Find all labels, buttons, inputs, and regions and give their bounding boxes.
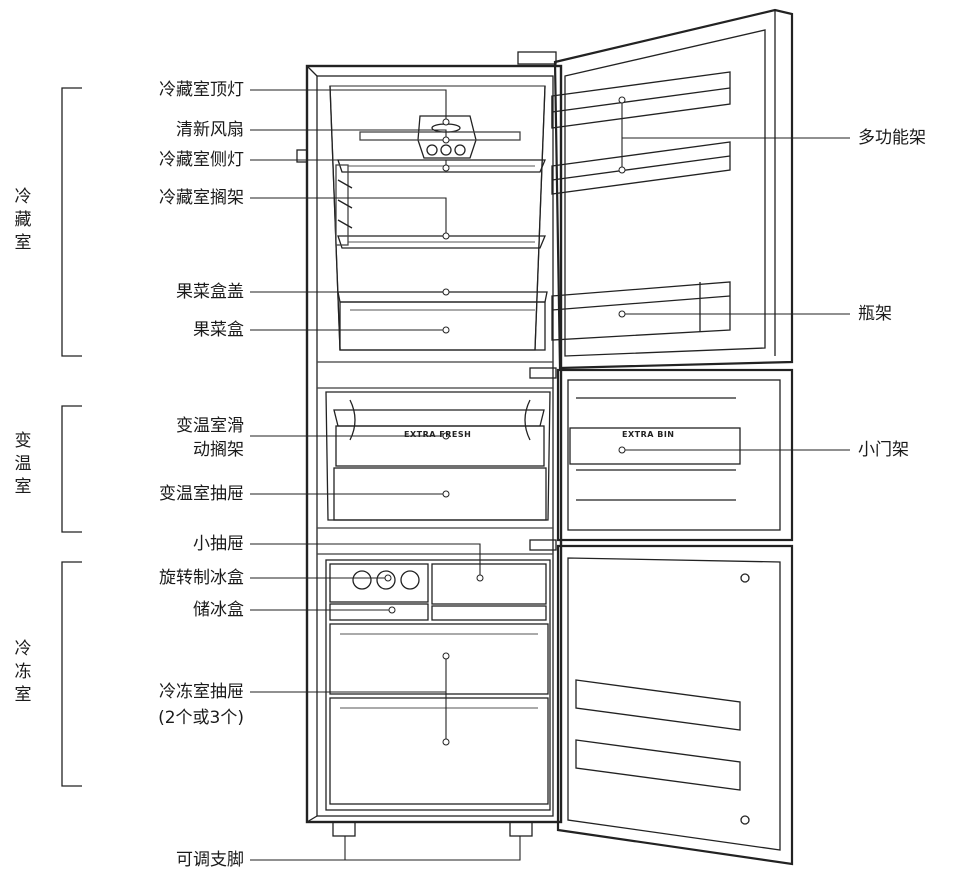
label-bottle-rack: 瓶架	[858, 304, 892, 324]
bracket-variable	[62, 406, 82, 532]
foot-right	[510, 822, 532, 836]
label-side-light: 冷藏室侧灯	[159, 150, 244, 170]
crisper-cover-shape	[338, 292, 547, 302]
label-ice-box: 储冰盒	[193, 600, 244, 620]
cabinet-side-shade	[307, 66, 317, 822]
variable-door	[558, 370, 792, 540]
label-small-door-rack: 小门架	[858, 440, 909, 460]
crisper-box	[340, 302, 545, 350]
label-small-drawer: 小抽屉	[193, 534, 244, 554]
freezer-door	[558, 546, 792, 864]
label-var-shelf-line1: 变温室滑	[176, 416, 244, 436]
leader-top-light	[250, 90, 446, 122]
label-var-shelf-line2: 动搁架	[193, 440, 244, 460]
bottle-rack-shape	[552, 282, 730, 340]
cabinet-inner	[317, 76, 553, 816]
section-variable: 变 温 室	[12, 430, 34, 499]
leader-multi-shelf	[622, 100, 850, 170]
sliding-shelf	[334, 410, 544, 426]
ice-box	[330, 604, 428, 620]
label-crisper: 果菜盒	[193, 320, 244, 340]
label-feet: 可调支脚	[176, 850, 244, 870]
section-fridge: 冷 藏 室	[12, 186, 34, 255]
bracket-freezer	[62, 562, 82, 786]
label-shelf: 冷藏室搁架	[159, 188, 244, 208]
section-freezer: 冷 冻 室	[12, 638, 34, 707]
label-crisper-cover: 果菜盒盖	[176, 282, 244, 302]
leader-small-drawer	[250, 544, 480, 578]
label-top-light: 冷藏室顶灯	[159, 80, 244, 100]
leader-freezer-drawer	[250, 656, 446, 742]
marking-extra-bin: EXTRA BIN	[622, 430, 675, 439]
ice-maker	[330, 564, 428, 602]
foot-left	[333, 822, 355, 836]
bracket-fridge	[62, 88, 82, 356]
label-var-drawer: 变温室抽屉	[159, 484, 244, 504]
label-freezer-drawer-line1: 冷冻室抽屉	[159, 682, 244, 702]
leader-feet	[250, 836, 520, 860]
label-multi-shelf: 多功能架	[858, 128, 926, 148]
marking-extra-fresh: EXTRA FRESH	[404, 430, 471, 439]
freezer-drawer-2	[330, 698, 548, 804]
label-freezer-drawer-line2: (2个或3个)	[158, 708, 244, 728]
label-fan: 清新风扇	[176, 120, 244, 140]
label-ice-maker: 旋转制冰盒	[159, 568, 244, 588]
small-drawer-shape	[432, 564, 546, 604]
